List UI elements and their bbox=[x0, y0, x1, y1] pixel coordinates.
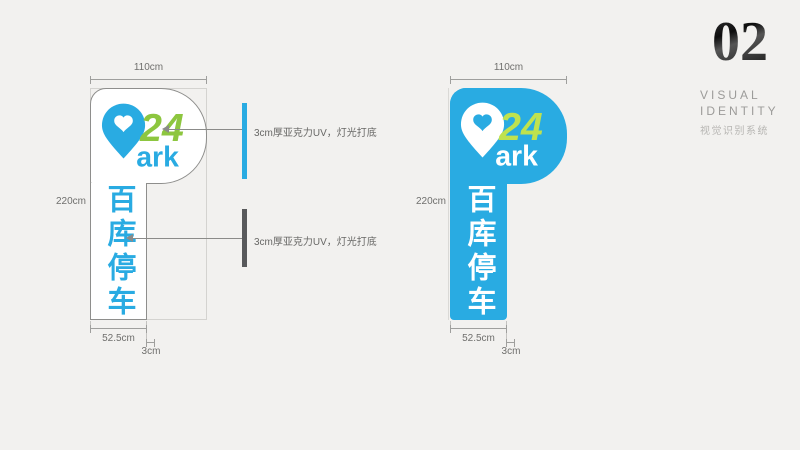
heart-icon bbox=[473, 114, 492, 132]
dim-stem-width-label: 52.5cm bbox=[102, 333, 135, 344]
sign-stem-text-wrap: 百库停车 bbox=[90, 183, 147, 320]
park24-logo: 24 ark bbox=[460, 102, 543, 170]
dim-thickness-label: 3cm bbox=[141, 346, 161, 357]
dim-stem-width-line bbox=[450, 325, 507, 333]
callout-arrow bbox=[126, 234, 133, 242]
section-title-line1: VISUAL bbox=[700, 88, 761, 102]
logo-suffix: ark bbox=[495, 140, 538, 170]
section-number: 02 bbox=[688, 12, 768, 72]
helper-line bbox=[448, 88, 449, 320]
section-subtitle: 视觉识别系统 bbox=[700, 126, 769, 137]
dim-stem-width-line bbox=[90, 325, 147, 333]
dim-height-label: 220cm bbox=[55, 196, 86, 207]
sign-stem-text: 百库停车 bbox=[103, 183, 135, 320]
heart-icon bbox=[114, 115, 133, 133]
dim-thickness-line bbox=[146, 339, 155, 347]
dim-height-label: 220cm bbox=[415, 196, 446, 207]
sign-stem bbox=[90, 183, 147, 320]
callout-line bbox=[168, 129, 242, 130]
sign-stem-text-wrap: 百库停车 bbox=[450, 183, 507, 320]
callout-swatch-blue bbox=[242, 103, 247, 179]
dim-width-line bbox=[90, 76, 207, 84]
park24-logo: 24 ark bbox=[101, 103, 184, 171]
dim-width-label: 110cm bbox=[133, 62, 164, 73]
callout-line bbox=[132, 238, 242, 239]
dim-thickness-line bbox=[506, 339, 515, 347]
sign-spec-filled: 110cm 24 ark 百库停车 220cm 52.5cm 3cm bbox=[408, 62, 648, 372]
sign-head: 24 ark bbox=[450, 88, 567, 184]
dim-width-label: 110cm bbox=[493, 62, 524, 73]
section-title-line2: IDENTITY bbox=[700, 103, 779, 118]
head-material-note: 3cm厚亚克力UV，灯光打底 bbox=[254, 128, 377, 139]
callout-swatch-gray bbox=[242, 209, 247, 267]
logo-number: 24 bbox=[139, 107, 184, 150]
sign-spec-outline: 110cm 24 ark 百库停车 220cm 52.5cm 3cm 3cm厚亚… bbox=[48, 62, 428, 372]
sign-head: 24 ark bbox=[90, 88, 207, 184]
stem-material-note: 3cm厚亚克力UV，灯光打底 bbox=[254, 237, 377, 248]
dim-stem-width-label: 52.5cm bbox=[462, 333, 495, 344]
section-title: VISUAL IDENTITY bbox=[700, 88, 779, 119]
logo-suffix: ark bbox=[136, 141, 179, 171]
sign-stem-text: 百库停车 bbox=[463, 183, 495, 320]
dim-thickness-label: 3cm bbox=[501, 346, 521, 357]
dim-width-line bbox=[450, 76, 567, 84]
logo-number: 24 bbox=[498, 106, 543, 149]
callout-arrow bbox=[162, 125, 169, 133]
